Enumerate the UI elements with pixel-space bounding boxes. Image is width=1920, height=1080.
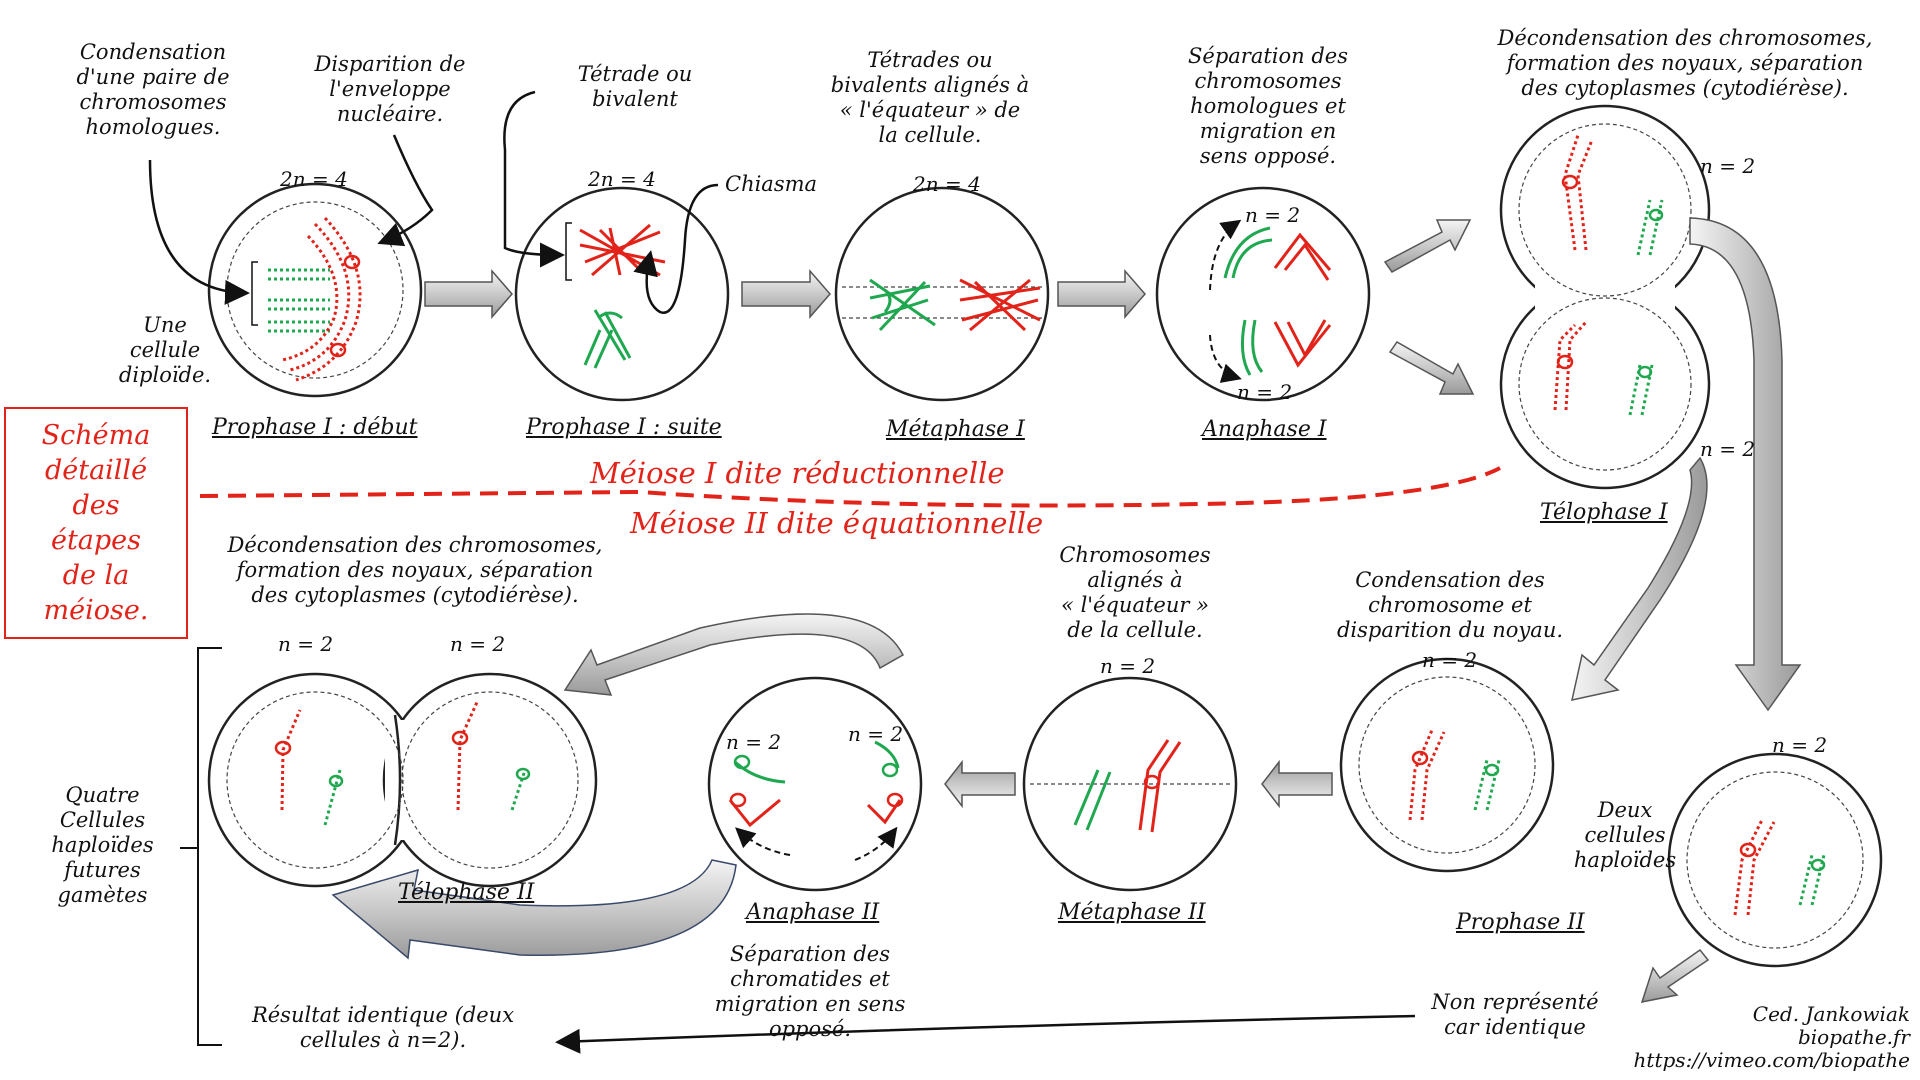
ploidy-anaphase-1-bottom: n = 2 [1237,380,1293,404]
cell-metaphase-2 [1022,676,1238,892]
cell-anaphase-2 [707,676,923,892]
ploidy-anaphase-1-top: n = 2 [1245,203,1301,227]
ploidy-telophase-2-left: n = 2 [278,632,334,656]
note-chiasma: Chiasma [725,172,818,196]
block-arrows [331,217,1802,1003]
note-chromosomes-alignes: Chromosomes alignés à « l'équateur » de … [1059,543,1211,642]
note-separation-chromatides: Séparation des chromatides et migration … [714,942,906,1041]
ploidy-telophase-1-top: n = 2 [1700,154,1756,178]
leader-lines [148,90,1416,1054]
note-decondensation-bottom: Décondensation des chromosomes, formatio… [227,533,603,607]
note-condensation: Condensation d'une paire de chromosomes … [76,40,230,139]
ploidy-anaphase-2-left: n = 2 [726,730,782,754]
meiose-1-label: Méiose I dite réductionnelle [590,456,1005,490]
note-non-represente: Non représenté car identique [1431,990,1599,1039]
cell-prophase-1-suite [514,186,730,402]
phase-prophase-1-debut: Prophase I : début [212,415,418,440]
note-decondensation-top: Décondensation des chromosomes, formatio… [1497,26,1873,100]
cell-prophase-1-debut [207,182,423,398]
ploidy-metaphase-2: n = 2 [1100,654,1156,678]
note-deux-cellules: Deux cellules haploïdes [1573,798,1677,872]
phase-anaphase-1: Anaphase I [1202,417,1327,442]
phase-telophase-1: Télophase I [1540,500,1668,525]
ploidy-anaphase-2-right: n = 2 [848,722,904,746]
phase-metaphase-2: Métaphase II [1058,900,1206,925]
ploidy-prophase-2: n = 2 [1422,648,1478,672]
phase-anaphase-2: Anaphase II [746,900,880,925]
ploidy-telophase-1-bottom: n = 2 [1700,437,1756,461]
note-quatre-cellules: Quatre Cellules haploïdes futures gamète… [51,783,154,907]
credit-site: biopathe.fr [1797,1025,1910,1049]
note-separation-homologues: Séparation des chromosomes homologues et… [1188,44,1348,168]
note-condensation-chromosome: Condensation des chromosome et dispariti… [1336,568,1564,642]
result-brace [180,647,222,1046]
cell-telophase-2 [207,672,598,888]
ploidy-prophase-2-copy: n = 2 [1772,733,1828,757]
note-cellule-diploide: Une cellule diploïde. [118,313,212,387]
phase-metaphase-1: Métaphase I [886,417,1025,442]
phase-prophase-2: Prophase II [1456,910,1585,935]
note-disparition: Disparition de l'enveloppe nucléaire. [314,52,466,126]
cell-prophase-2-copy [1667,752,1883,968]
credit-vimeo: https://vimeo.com/biopathe [1633,1048,1910,1072]
note-resultat: Résultat identique (deux cellules à n=2)… [251,1003,515,1052]
note-tetrades-alignes: Tétrades ou bivalents alignés à « l'équa… [830,48,1030,147]
note-tetrade: Tétrade ou bivalent [577,62,693,111]
ploidy-metaphase-1: 2n = 4 [913,172,981,196]
phase-prophase-1-suite: Prophase I : suite [526,415,722,440]
cell-anaphase-1 [1155,186,1371,402]
diagram-title-box: Schéma détaillé des étapes de la méiose. [4,407,188,639]
diagram-title: Schéma détaillé des étapes de la méiose. [41,420,151,626]
phase-telophase-2: Télophase II [398,880,535,905]
ploidy-prophase-1-debut: 2n = 4 [280,167,348,191]
meiosis-divider [199,466,1501,508]
credit-author: Ced. Jankowiak [1752,1002,1910,1026]
cell-telophase-1 [1499,104,1711,490]
cell-metaphase-1 [834,186,1050,402]
meiose-2-label: Méiose II dite équationnelle [630,506,1044,540]
cell-prophase-2 [1339,657,1555,873]
ploidy-prophase-1-suite: 2n = 4 [588,167,656,191]
ploidy-telophase-2-right: n = 2 [450,632,506,656]
